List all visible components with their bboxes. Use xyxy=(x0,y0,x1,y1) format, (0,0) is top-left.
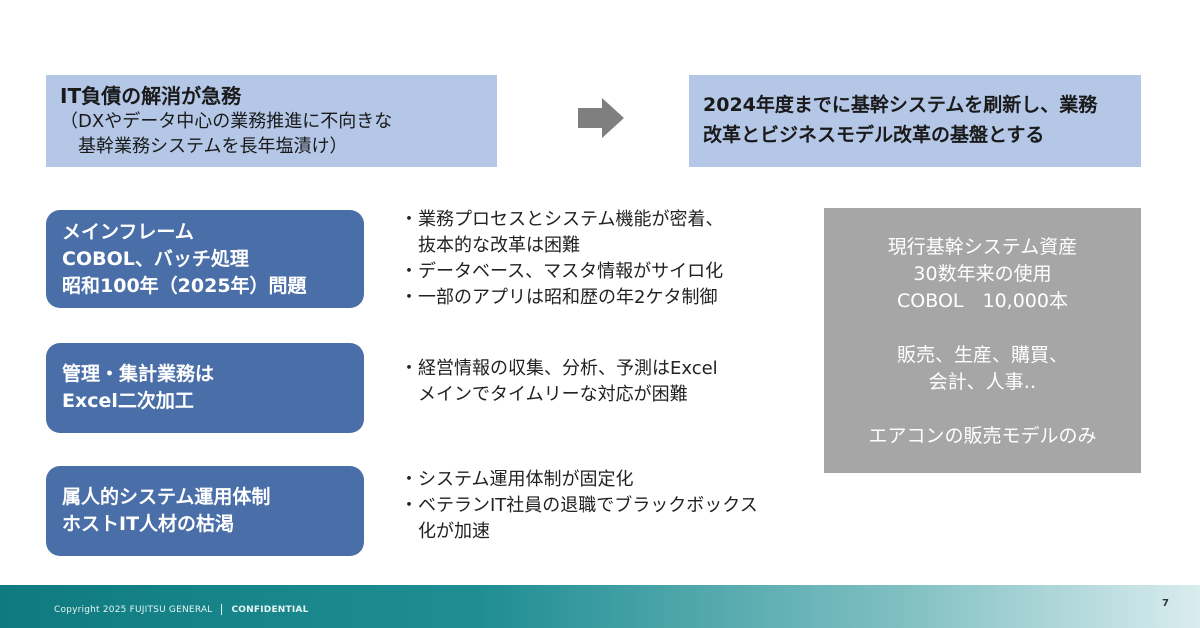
issue-label: メインフレーム xyxy=(62,220,194,243)
problem-title: IT負債の解消が急務 xyxy=(60,84,242,108)
bullet-text: ・データベース、マスタ情報がサイロ化 xyxy=(400,261,724,282)
issue-pill-excel: 管理・集計業務は Excel二次加工 xyxy=(46,343,364,433)
assets-line: 会計、人事‥ xyxy=(928,371,1037,393)
issue-label: ホストIT人材の枯渇 xyxy=(62,513,235,535)
issue-label: 管理・集計業務は xyxy=(62,363,215,385)
issue-label: Excel二次加工 xyxy=(62,390,194,412)
goal-line-2: 改革とビジネスモデル改革の基盤とする xyxy=(703,124,1045,146)
goal-box: 2024年度までに基幹システムを刷新し、業務 改革とビジネスモデル改革の基盤とす… xyxy=(689,75,1141,167)
footer-copyright: Copyright 2025 FUJITSU GENERAL CONFIDENTI… xyxy=(54,604,309,615)
bullet-text: ・ベテランIT社員の退職でブラックボックス xyxy=(400,495,758,516)
assets-line: COBOL 10,000本 xyxy=(897,290,1068,312)
problem-box: IT負債の解消が急務 （DXやデータ中心の業務推進に不向きな 基幹業務システムを… xyxy=(46,75,497,167)
assets-line: 現行基幹システム資産 xyxy=(887,236,1078,258)
assets-line: エアコンの販売モデルのみ xyxy=(868,425,1097,447)
issue-pill-mainframe: メインフレーム COBOL、バッチ処理 昭和100年（2025年）問題 xyxy=(46,210,364,308)
issue-label: COBOL、バッチ処理 xyxy=(62,247,249,270)
assets-line: 30数年来の使用 xyxy=(913,263,1052,285)
bullet-text: 抜本的な改革は困難 xyxy=(400,235,580,256)
issue-label: 属人的システム運用体制 xyxy=(62,486,271,508)
bullet-text: ・システム運用体制が固定化 xyxy=(400,469,634,490)
bullet-text: 化が加速 xyxy=(400,521,490,542)
footer-divider xyxy=(221,604,223,615)
confidential-label: CONFIDENTIAL xyxy=(231,605,309,615)
footer-band xyxy=(0,585,1200,628)
problem-line-1: （DXやデータ中心の業務推進に不向きな xyxy=(60,111,393,132)
bullet-text: ・業務プロセスとシステム機能が密着、 xyxy=(400,209,724,230)
assets-line: 販売、生産、購買、 xyxy=(896,344,1068,366)
problem-line-2: 基幹業務システムを長年塩漬け） xyxy=(60,136,348,157)
copyright-text: Copyright 2025 FUJITSU GENERAL xyxy=(54,605,213,615)
issue-label: 昭和100年（2025年）問題 xyxy=(62,274,307,297)
bullet-text: ・経営情報の収集、分析、予測はExcel xyxy=(400,358,718,379)
right-arrow-icon xyxy=(578,98,624,138)
bullet-text: メインでタイムリーな対応が困難 xyxy=(400,384,688,405)
issue-bullets-mainframe: ・業務プロセスとシステム機能が密着、 抜本的な改革は困難 ・データベース、マスタ… xyxy=(400,207,723,311)
goal-line-1: 2024年度までに基幹システムを刷新し、業務 xyxy=(703,94,1098,116)
issue-bullets-operations: ・システム運用体制が固定化 ・ベテランIT社員の退職でブラックボックス 化が加速 xyxy=(400,467,758,545)
issue-bullets-excel: ・経営情報の収集、分析、予測はExcel メインでタイムリーな対応が困難 xyxy=(400,356,718,408)
bullet-text: ・一部のアプリは昭和歴の年2ケタ制御 xyxy=(400,287,718,308)
issue-pill-operations: 属人的システム運用体制 ホストIT人材の枯渇 xyxy=(46,466,364,556)
system-assets-box: 現行基幹システム資産 30数年来の使用 COBOL 10,000本 販売、生産、… xyxy=(824,208,1141,473)
page-number: 7 xyxy=(1162,598,1169,609)
